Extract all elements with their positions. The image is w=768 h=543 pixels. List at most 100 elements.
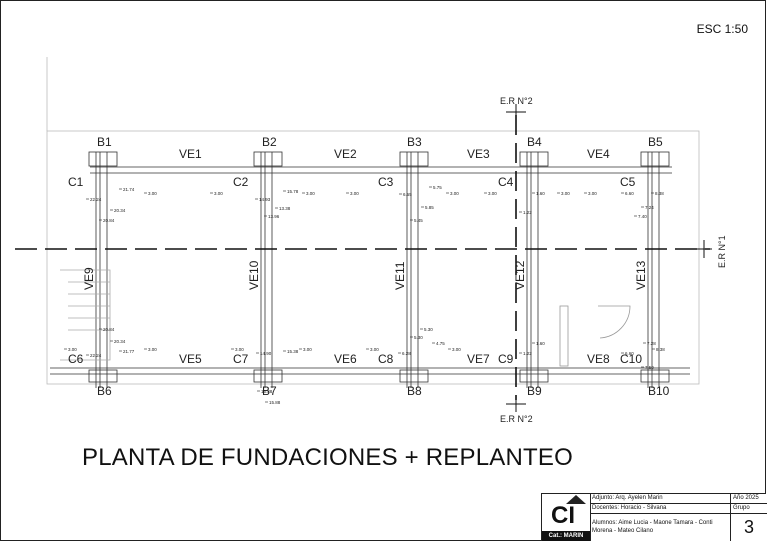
dimension-label: 1.22 <box>523 210 532 215</box>
beam-label-vertical: VE10 <box>247 260 261 290</box>
dimension-label: 5.30 <box>414 335 423 340</box>
beam-label-vertical: VE13 <box>634 260 648 290</box>
drawing-title: PLANTA DE FUNDACIONES + REPLANTEO <box>82 444 573 471</box>
dimension-label: 15.38 <box>287 349 299 354</box>
group-label-cell: Grupo <box>730 504 767 514</box>
dimension-label: 3.00 <box>68 347 77 352</box>
dimension-label: 14.90 <box>260 351 272 356</box>
dimension-label: 4.75 <box>436 341 445 346</box>
dimension-label: 6.28 <box>402 351 411 356</box>
base-top-3 <box>399 151 429 167</box>
base-label-top: B1 <box>97 135 112 149</box>
dimension-label: 1.60 <box>536 341 545 346</box>
dimension-label: 1.22 <box>523 351 532 356</box>
dimension-label: 3.00 <box>370 347 379 352</box>
base-bottom-4 <box>519 369 549 383</box>
year-cell: Año 2025 <box>730 494 767 504</box>
dimension-label: 7.24 <box>645 205 654 210</box>
dimension-label: 22.24 <box>90 353 102 358</box>
dimension-label: 6.60 <box>625 191 634 196</box>
dimension-label: 5.30 <box>424 327 433 332</box>
group-number-cell: 3 <box>730 514 767 541</box>
base-label-bottom: B7 <box>262 384 277 398</box>
column-label-bottom: C8 <box>378 352 394 366</box>
dimension-label: 3.00 <box>350 191 359 196</box>
dimension-label: 7.50 <box>645 365 654 370</box>
beam-label-vertical: VE12 <box>513 260 527 290</box>
base-top-4 <box>519 151 549 167</box>
beam-label-vertical: VE9 <box>82 267 96 290</box>
door-frame <box>559 305 569 367</box>
beam-label-bottom: VE6 <box>334 352 357 366</box>
column-label-top: C5 <box>620 175 636 189</box>
base-label-top: B2 <box>262 135 277 149</box>
dimension-label: 6.60 <box>625 351 634 356</box>
dimension-label: 8.38 <box>656 347 665 352</box>
dimension-label: 13.38 <box>279 206 291 211</box>
dimension-label: 5.45 <box>414 218 423 223</box>
column-label-bottom: C10 <box>620 352 642 366</box>
column-label-top: C2 <box>233 175 249 189</box>
dimension-label: 21.74 <box>123 187 135 192</box>
base-label-top: B3 <box>407 135 422 149</box>
dimension-label: 3.00 <box>214 191 223 196</box>
beam-label-bottom: VE5 <box>179 352 202 366</box>
dimension-label: 21.77 <box>123 349 135 354</box>
beam-label-bottom: VE8 <box>587 352 610 366</box>
beam-label-top: VE1 <box>179 147 202 161</box>
base-bottom-1 <box>88 369 118 383</box>
base-top-1 <box>88 151 118 167</box>
scale-label: ESC 1:50 <box>696 22 748 36</box>
dimension-label: 20.84 <box>103 218 115 223</box>
logo: CI Cat.: MARIN <box>542 494 591 541</box>
dimension-label: 8.38 <box>655 191 664 196</box>
dimension-label: 14.93 <box>259 197 271 202</box>
dimension-label: 3.00 <box>148 191 157 196</box>
section-label-right: E.R N°1 <box>717 235 727 268</box>
beam-label-bottom: VE7 <box>467 352 490 366</box>
beam-label-vertical: VE11 <box>393 261 407 290</box>
base-label-top: B5 <box>648 135 663 149</box>
dimension-label: 6.55 <box>403 192 412 197</box>
beam-label-top: VE2 <box>334 147 357 161</box>
dimension-label: 15.78 <box>287 189 299 194</box>
column-label-bottom: C7 <box>233 352 249 366</box>
dimension-label: 3.00 <box>235 347 244 352</box>
base-bottom-2 <box>253 369 283 383</box>
alumnos-cell: Alumnos: Aime Lucia - Maone Tamara - Con… <box>592 520 713 534</box>
dimension-label: 7.28 <box>647 341 656 346</box>
base-label-bottom: B8 <box>407 384 422 398</box>
beam-label-top: VE3 <box>467 147 490 161</box>
door-arc <box>598 305 631 339</box>
dimension-label: 3.00 <box>148 347 157 352</box>
column-label-bottom: C9 <box>498 352 514 366</box>
dimension-label: 5.75 <box>433 185 442 190</box>
base-label-bottom: B9 <box>527 384 542 398</box>
dimension-label: 22.24 <box>90 197 102 202</box>
dimension-label: 3.00 <box>588 191 597 196</box>
outline-rect <box>46 130 700 385</box>
dimension-label: 20.34 <box>114 208 126 213</box>
dimension-label: 3.00 <box>561 191 570 196</box>
column-label-top: C3 <box>378 175 394 189</box>
title-block: CI Cat.: MARIN Adjunto: Arq. Ayelen Mari… <box>541 493 767 541</box>
section-label-top: E.R N°2 <box>500 96 533 106</box>
dimension-label: 3.00 <box>303 347 312 352</box>
base-label-bottom: B6 <box>97 384 112 398</box>
dimension-label: 20.34 <box>114 339 126 344</box>
dimension-label: 20.84 <box>103 327 115 332</box>
base-top-5 <box>640 151 670 167</box>
base-label-top: B4 <box>527 135 542 149</box>
dimension-label: 13.96 <box>268 214 280 219</box>
dimension-label: 3.00 <box>306 191 315 196</box>
adjunto-cell: Adjunto: Arq. Ayelen Marin <box>590 494 730 504</box>
section-label-bottom: E.R N°2 <box>500 414 533 424</box>
logo-text: CI <box>551 502 575 529</box>
base-bottom-3 <box>399 369 429 383</box>
beam-label-top: VE4 <box>587 147 610 161</box>
dimension-label: 3.00 <box>450 191 459 196</box>
logo-triangle-icon <box>566 495 586 504</box>
column-label-top: C4 <box>498 175 514 189</box>
column-label-bottom: C6 <box>68 352 84 366</box>
